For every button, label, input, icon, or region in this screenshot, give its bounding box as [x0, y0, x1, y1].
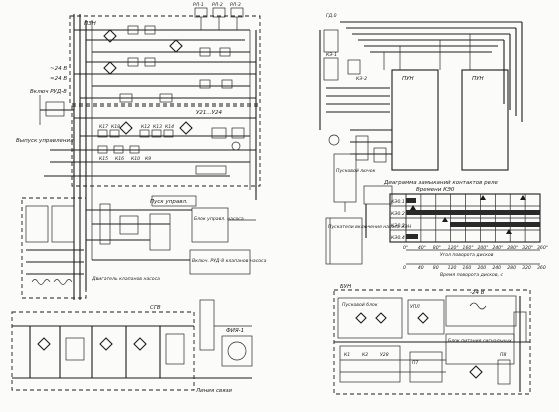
key-label-1: К17 — [99, 124, 108, 130]
time-tick-label: 0 — [403, 265, 406, 271]
switch-label: Включ РУД-8 — [30, 89, 67, 95]
bottom-block-label: СГВ — [150, 305, 161, 311]
contact-bar-3 — [450, 222, 540, 227]
sub-label-3: Блок питания сигнальных — [448, 338, 512, 344]
pun-block-1: ПУН — [402, 76, 414, 82]
contact-bar-1 — [406, 198, 416, 203]
block-label: Блок управл. насоса — [194, 216, 244, 222]
valve-label: Двигатель клапанов насоса — [91, 276, 160, 282]
mid-block-label: У21...У24 — [196, 110, 222, 116]
timing-title: Диаграмма замыканий контактов реле — [383, 180, 499, 186]
right-schematic — [319, 21, 523, 265]
angle-tick-label: 120° — [448, 245, 459, 251]
misc-label-2: К2 — [362, 352, 368, 358]
time-tick-labels: 0 40 80 120 160 200 240 280 320 360 — [403, 265, 546, 271]
row-label-2: КЭ0.2 — [391, 211, 405, 217]
left-labels: ПЗН РЛ-1 РЛ-2 РЛ-3 ~24 В ≈24 В Включ РУД… — [16, 2, 267, 394]
angle-tick-labels: 0° 40° 80° 120° 160°200° 240° 280° 320° 360° — [403, 245, 548, 251]
time-tick-label: 280 — [507, 265, 516, 271]
key-label-2: К18 — [111, 124, 120, 130]
key-label-7: К16 — [115, 156, 124, 162]
time-tick-label: 40 — [418, 265, 424, 271]
key-label-3: К12 — [141, 124, 150, 130]
time-tick-label: 360 — [537, 265, 546, 271]
relay-label-3: РЛ-3 — [230, 2, 241, 8]
contact-bar-2 — [406, 210, 540, 215]
angle-tick-label: 360° — [537, 245, 548, 251]
voltage-label-2: ≈24 В — [50, 76, 67, 82]
pusk-label: Пускатели включения насоса ЭЭН — [328, 224, 412, 230]
sub-label-2: УПЛ — [410, 304, 420, 310]
left-schematic — [11, 7, 261, 391]
pun-block-2: ПУН — [472, 76, 484, 82]
time-tick-label: 80 — [433, 265, 439, 271]
right-voltage: -24 В — [470, 290, 485, 296]
right-bottom-block — [333, 289, 531, 395]
key-label-6: К15 — [99, 156, 108, 162]
timing-diagram — [389, 193, 541, 265]
angle-tick-label: 320° — [522, 245, 533, 251]
key-label-8: К10 — [131, 156, 140, 162]
sub-label-1: Пусковой блок — [342, 302, 378, 308]
top-label-3: КЭ-2 — [356, 76, 367, 82]
top-label-1: ГД.0 — [326, 13, 337, 19]
misc-label-3: У28 — [380, 352, 389, 358]
release-label: Пуск управл. — [150, 199, 188, 205]
misc-label-1: К1 — [344, 352, 350, 358]
line-label: Линия связи — [195, 388, 232, 394]
relay-label-2: РЛ-2 — [212, 2, 223, 8]
top-label-2: КЭ-1 — [326, 52, 337, 58]
time-tick-label: 120 — [448, 265, 457, 271]
row-label-1: КЭ0.1 — [391, 199, 405, 205]
angle-tick-label: 200° — [477, 245, 488, 251]
voltage-label-1: ~24 В — [50, 66, 67, 72]
contact-bar-4 — [406, 234, 418, 239]
key-label-4: К13 — [153, 124, 162, 130]
angle-tick-label: 0° — [403, 245, 408, 251]
angle-tick-label: 80° — [433, 245, 441, 251]
relay-label-1: РЛ-1 — [193, 2, 204, 8]
misc-label-4: П7 — [412, 360, 418, 366]
angle-tick-label: 280° — [507, 245, 518, 251]
angle-tick-label: 160° — [463, 245, 474, 251]
time-tick-label: 320 — [522, 265, 531, 271]
key-label-9: К9 — [145, 156, 151, 162]
right-labels: ГД.0 КЭ-1 КЭ-2 ПУН ПУН Диаграмма замыкан… — [326, 13, 548, 366]
bun-block-label: БУН — [340, 284, 351, 290]
motor-label: Включ. РУД-8 клапанов насоса — [192, 258, 267, 264]
key-label-5: К14 — [165, 124, 174, 130]
time-tick-label: 160 — [463, 265, 472, 271]
time-label: Времени КЭ0 — [416, 187, 455, 193]
time-tick-label: 240 — [492, 265, 501, 271]
time-axis-label: Время поворота дисков, с — [440, 272, 503, 278]
angle-axis-label: Угол поворота дисков — [440, 252, 494, 258]
pass-label: Пусковой лючок — [336, 168, 376, 174]
row-label-3: КЭ0.3 — [391, 223, 405, 229]
angle-tick-label: 40° — [418, 245, 426, 251]
bottom-side-label: ФИЯ-1 — [226, 328, 244, 334]
left-top-block: ПЗН — [84, 21, 96, 27]
row-label-4: КЭ0.4 — [391, 235, 405, 241]
time-tick-label: 200 — [477, 265, 486, 271]
angle-tick-label: 240° — [492, 245, 503, 251]
misc-label-5: П8 — [500, 352, 506, 358]
control-label: Выпуск управления — [16, 138, 74, 144]
